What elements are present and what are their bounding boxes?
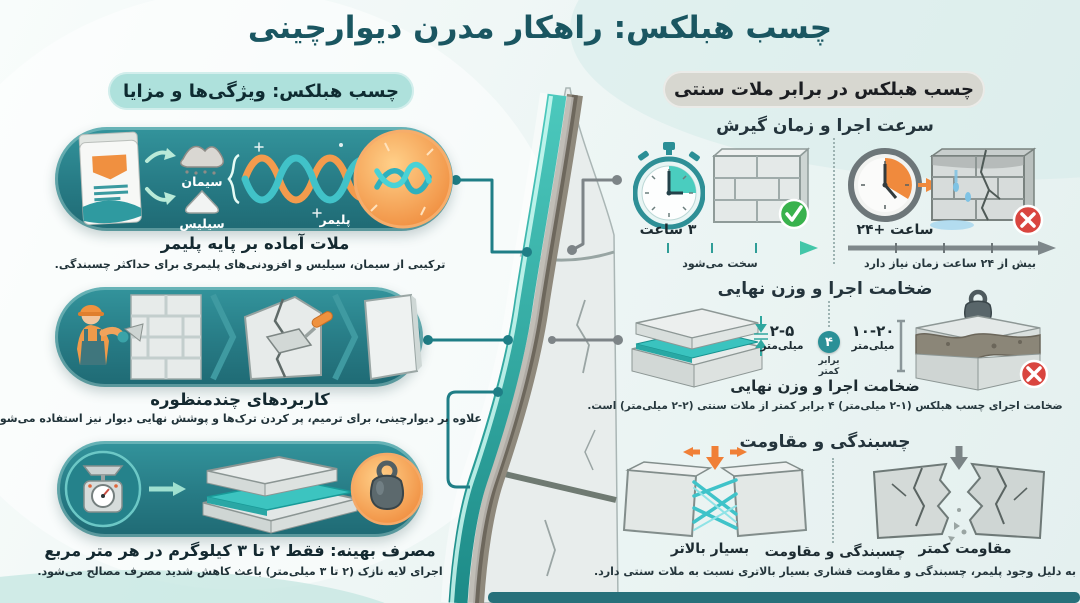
feature-title: کاربردهای چندمنظوره (150, 390, 330, 409)
connector-lines (423, 175, 623, 489)
arrow-down-icon (164, 192, 176, 205)
consumption-illustration (64, 450, 423, 534)
polymer-fibers (692, 478, 738, 531)
chevron-divider-icon (210, 293, 237, 381)
strength-center-label: چسبندگی و مقاومت (764, 544, 906, 560)
strength-section-title: چسبندگی و مقاومت (739, 432, 911, 452)
hebelex-adhesive-band (441, 92, 574, 603)
x-icon (1012, 204, 1044, 236)
x-icon (1019, 359, 1048, 389)
scale-icon (64, 450, 142, 528)
weight-icon (350, 452, 423, 526)
debris (948, 508, 967, 542)
hebelex-time-label: ۳ ساعت (639, 222, 697, 238)
measure-arrows-icon (754, 316, 768, 356)
traditional-thickness-value: ۱۰-۲۰ میلی‌متر (851, 322, 895, 352)
force-arrow-gray (950, 446, 968, 470)
traditional-time-note: بیش از ۲۴ ساعت زمان نیاز دارد (864, 257, 1036, 270)
hebelex-time-note: سخت می‌شود (682, 257, 758, 270)
polymer-result-icon (353, 129, 453, 229)
silica-pile-icon (184, 189, 220, 214)
thick-layer-blocks-icon (915, 289, 1048, 391)
thickness-section-title: ضخامت اجرا و وزن نهایی (717, 279, 933, 299)
traditional-strength-label: مقاومت کمتر (918, 541, 1012, 557)
arrow-up-icon (164, 148, 176, 160)
thin-layer-blocks-icon (631, 308, 763, 388)
left-panel-header: چسب هبلکس: ویژگی‌ها و مزایا (108, 72, 414, 110)
ratio-badge: ۴ (818, 331, 840, 353)
feature-card-multipurpose (55, 287, 423, 387)
block-adhesive-layer-icon (202, 455, 358, 534)
clock-icon (848, 148, 940, 222)
dotted-stem (828, 301, 830, 327)
feature-subtitle: علاوه بر دیوارچینی، برای ترمیم، پر کردن … (0, 412, 482, 425)
smooth-panel-icon (363, 293, 422, 381)
arrow-right-icon (173, 482, 186, 496)
ratio-words: برابر کمتر (818, 356, 840, 377)
brace-icon (227, 153, 240, 205)
feature-card-polymer: سیمان سیلیس پلیمر (55, 127, 453, 231)
corner-blob (0, 570, 385, 603)
traditional-mortar-band (468, 93, 583, 603)
damaged-wall-icon (929, 147, 1044, 236)
check-icon (778, 198, 810, 230)
force-arrows (683, 446, 747, 470)
multipurpose-illustration (77, 293, 422, 381)
feature-subtitle: ترکیبی از سیمان، سیلیس و افزودنی‌های پلی… (54, 258, 446, 271)
cement-label: سیمان (181, 174, 222, 189)
dotted-divider (833, 138, 835, 264)
polymer-helix-icon (241, 142, 373, 218)
hebelex-strength-label: بسیار بالاتر (670, 541, 750, 557)
hebelex-wall-icon (712, 147, 810, 230)
polymer-label: پلیمر (318, 212, 350, 227)
hebelex-timeline-arrow (622, 241, 818, 255)
bottom-strip (488, 592, 1080, 603)
water-drips (930, 170, 974, 230)
block-wall (130, 294, 202, 380)
cracked-blocks-icon (872, 446, 1046, 542)
page-title: چسب هبلکس: راهکار مدرن دیوارچینی (247, 10, 833, 46)
chevron-divider-icon (332, 293, 359, 381)
thickness-footer-title: ضخامت اجرا و وزن نهایی (730, 377, 920, 395)
polymer-illustration: سیمان سیلیس پلیمر (78, 129, 453, 231)
cement-pile-icon (180, 145, 224, 175)
feature-title: ملات آماده بر پایه پلیمر (160, 234, 350, 253)
traditional-time-label: ۲۴+ ساعت (856, 222, 934, 238)
dotted-divider (832, 458, 834, 543)
cracked-block-trowel-icon (243, 295, 333, 381)
adhesive-bag-icon (78, 131, 142, 226)
strength-footer-text: به دلیل وجود پلیمر، چسبندگی و مقاومت فشا… (594, 565, 1076, 578)
worker-icon (77, 305, 144, 365)
feature-subtitle: اجرای لایه نازک (۲ تا ۳ میلی‌متر) باعث ک… (37, 565, 443, 578)
measure-bracket-icon (897, 319, 905, 373)
feature-card-consumption (57, 441, 423, 537)
speed-section-title: سرعت اجرا و زمان گیرش (716, 116, 934, 136)
hebelex-thickness-value: ۲-۵ میلی‌متر (760, 322, 804, 352)
right-panel-header: چسب هبلکس در برابر ملات سنتی (663, 71, 985, 108)
silica-label: سیلیس (179, 216, 224, 231)
feature-title: مصرف بهینه: فقط ۲ تا ۳ کیلوگرم در هر متر… (44, 541, 436, 560)
thickness-footer-text: ضخامت اجرای چسب هبلکس (۱-۲ میلی‌متر) ۴ ب… (587, 400, 1063, 412)
traditional-timeline-arrow (848, 241, 1056, 255)
stopwatch-icon (633, 142, 705, 230)
fiber-bond-blocks-icon (622, 446, 808, 538)
